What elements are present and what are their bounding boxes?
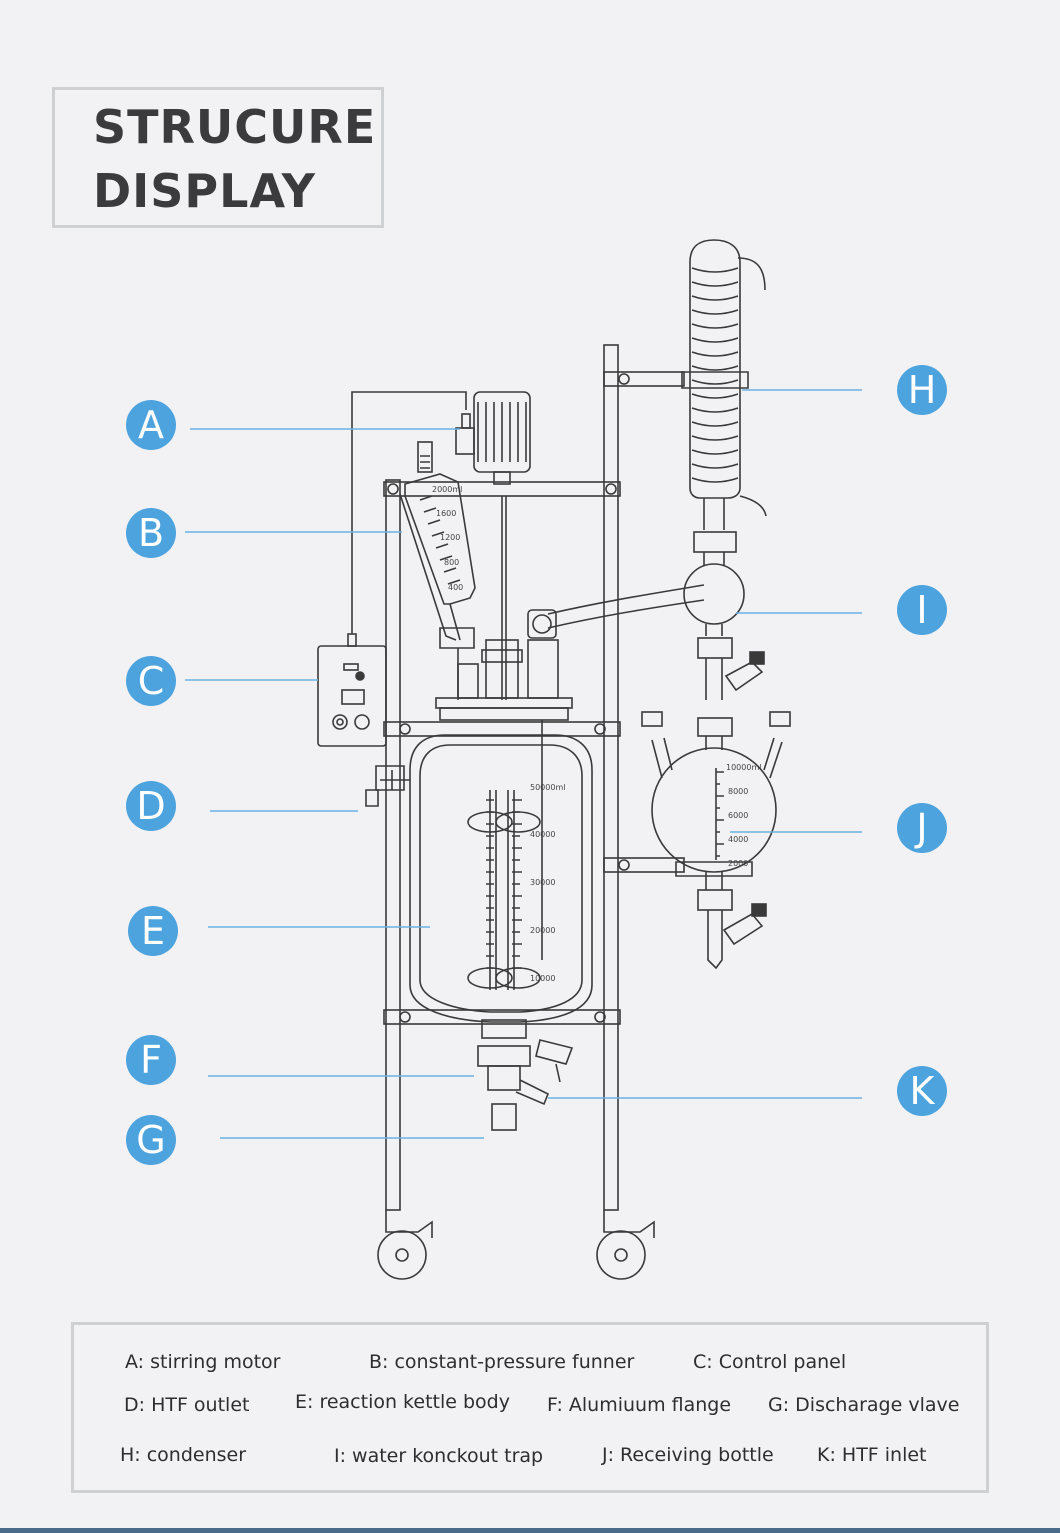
kettle-tick: 20000 (530, 926, 555, 935)
funnel-tick: 800 (444, 558, 459, 567)
frame (384, 345, 684, 1210)
callout-d: D (126, 781, 176, 831)
bottom-valve (478, 1020, 572, 1130)
kettle-scale: 50000ml 40000 30000 20000 10000 (530, 783, 565, 983)
callout-letter: F (140, 1038, 162, 1082)
stirring-motor (456, 392, 530, 700)
kettle-tick: 50000ml (530, 783, 565, 792)
callout-b: B (126, 508, 176, 558)
callout-e: E (128, 906, 178, 956)
kettle-tick: 10000 (530, 974, 555, 983)
bottle-tick: 10000ml (726, 763, 761, 772)
callout-letter: K (910, 1069, 936, 1113)
legend-item-b: B: constant-pressure funner (369, 1351, 634, 1373)
casters (378, 1210, 654, 1279)
kettle-tick: 30000 (530, 878, 555, 887)
funnel-scale: 2000ml 1600 1200 800 400 (432, 485, 463, 592)
bottle-scale: 10000ml 8000 6000 4000 2000 (726, 763, 761, 868)
legend-item-h: H: condenser (120, 1444, 246, 1466)
legend-item-j: J: Receiving bottle (602, 1444, 774, 1466)
reactor-diagram: 2000ml 1600 1200 800 400 50000ml 40000 3… (0, 0, 1060, 1310)
callout-letter: D (136, 784, 165, 828)
callout-letter: G (136, 1118, 165, 1162)
callout-letter: C (138, 659, 165, 703)
kettle-tick: 40000 (530, 830, 555, 839)
callout-k: K (897, 1066, 947, 1116)
bottle-tick: 2000 (728, 859, 748, 868)
callout-letter: J (914, 806, 927, 850)
funnel-tick: 2000ml (432, 485, 462, 494)
legend-item-c: C: Control panel (693, 1351, 846, 1373)
callouts: A B C D E F G H I J K (126, 365, 947, 1165)
callout-i: I (897, 585, 947, 635)
bottle-tick: 8000 (728, 787, 748, 796)
legend-item-f: F: Alumiuum flange (547, 1394, 731, 1416)
legend-item-i: I: water konckout trap (334, 1445, 543, 1467)
legend-item-e: E: reaction kettle body (295, 1391, 510, 1413)
legend-item-k: K: HTF inlet (817, 1444, 927, 1466)
funnel-tick: 400 (448, 583, 463, 592)
callout-letter: B (138, 511, 164, 555)
callout-g: G (126, 1115, 176, 1165)
bottle-tick: 6000 (728, 811, 748, 820)
apparatus-drawing (318, 240, 790, 1279)
callout-j: J (897, 803, 947, 853)
constant-pressure-funnel (400, 442, 475, 700)
control-panel (318, 634, 386, 746)
legend-box: A: stirring motor B: constant-pressure f… (71, 1322, 989, 1493)
legend-item-g: G: Discharage vlave (768, 1394, 959, 1416)
callout-c: C (126, 656, 176, 706)
bottle-tick: 4000 (728, 835, 748, 844)
funnel-tick: 1600 (436, 509, 456, 518)
callout-f: F (126, 1035, 176, 1085)
funnel-tick: 1200 (440, 533, 460, 542)
legend-item-d: D: HTF outlet (124, 1394, 249, 1416)
callout-letter: E (141, 909, 165, 953)
callout-a: A (126, 400, 176, 450)
callout-letter: I (916, 588, 927, 632)
water-knockout-trap (684, 564, 764, 736)
receiving-bottle (642, 712, 790, 968)
legend-item-a: A: stirring motor (125, 1351, 280, 1373)
callout-h: H (897, 365, 947, 415)
condenser (682, 240, 766, 566)
callout-letter: A (138, 403, 164, 447)
callout-letter: H (908, 368, 937, 412)
bottom-bar (0, 1528, 1060, 1533)
kettle-lid (436, 585, 704, 720)
